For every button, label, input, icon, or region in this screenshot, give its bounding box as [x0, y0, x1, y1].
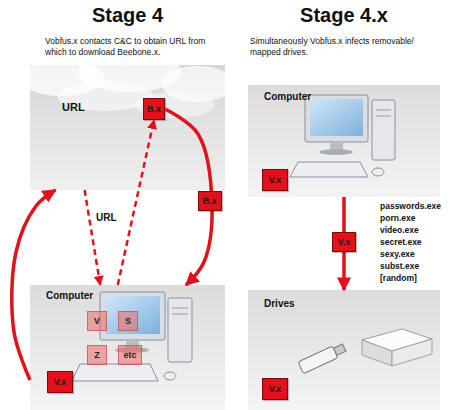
node-label: URL — [62, 101, 85, 113]
file-box: etc — [118, 345, 142, 365]
edge-label: URL — [96, 211, 117, 222]
file-name: [random] — [380, 272, 417, 284]
tower — [372, 100, 395, 160]
file-name: passwords.exe — [380, 200, 441, 212]
edge-label: B.x — [198, 191, 222, 211]
screen — [105, 296, 160, 334]
stage-description: Vobfus.x contacts C&C to obtain URL from… — [45, 36, 227, 58]
mouse — [164, 372, 176, 380]
tower-slot — [172, 314, 188, 315]
mouse — [372, 168, 384, 176]
monitor-stand — [330, 142, 343, 150]
file-name: secret.exe — [380, 236, 422, 248]
node-label: S — [125, 316, 131, 326]
edge-label: V.x — [332, 232, 356, 252]
node-label: V.x — [54, 377, 67, 387]
screen — [310, 99, 363, 136]
file-box: S — [118, 311, 138, 331]
file-box: Z — [87, 345, 107, 365]
tower-slot — [172, 308, 188, 309]
tower-slot — [376, 110, 391, 111]
malware-box: V.x — [262, 169, 288, 191]
node-label: B.x — [147, 104, 161, 114]
node-label: V.x — [269, 175, 282, 185]
monitor-base — [319, 149, 353, 155]
file-name: sexy.exe — [380, 248, 415, 260]
stage-title: Stage 4.x — [248, 4, 440, 27]
red-arrow — [85, 190, 101, 285]
keyboard — [72, 364, 158, 381]
node-label: V.x — [269, 384, 282, 394]
node-label: Computer — [46, 290, 93, 301]
node-label: etc — [123, 350, 136, 360]
tower — [168, 298, 192, 362]
node-label: Z — [94, 350, 100, 360]
stage-title: Stage 4 — [30, 4, 225, 27]
file-box: V — [87, 311, 107, 331]
malware-box: B.x — [143, 98, 165, 120]
file-name: porn.exe — [380, 212, 415, 224]
node-label: Drives — [264, 298, 295, 309]
malware-box: V.x — [262, 378, 288, 400]
file-name: video.exe — [380, 224, 419, 236]
tower-slot — [376, 116, 391, 117]
stage-description: Simultaneously Vobfus.x infects removabl… — [250, 36, 436, 58]
monitor — [100, 292, 165, 340]
keyboard — [290, 162, 368, 177]
monitor — [305, 95, 368, 142]
node-label: V — [94, 316, 100, 326]
node-label: Computer — [264, 91, 311, 102]
malware-box: V.x — [47, 371, 73, 393]
file-name: subst.exe — [380, 260, 419, 272]
